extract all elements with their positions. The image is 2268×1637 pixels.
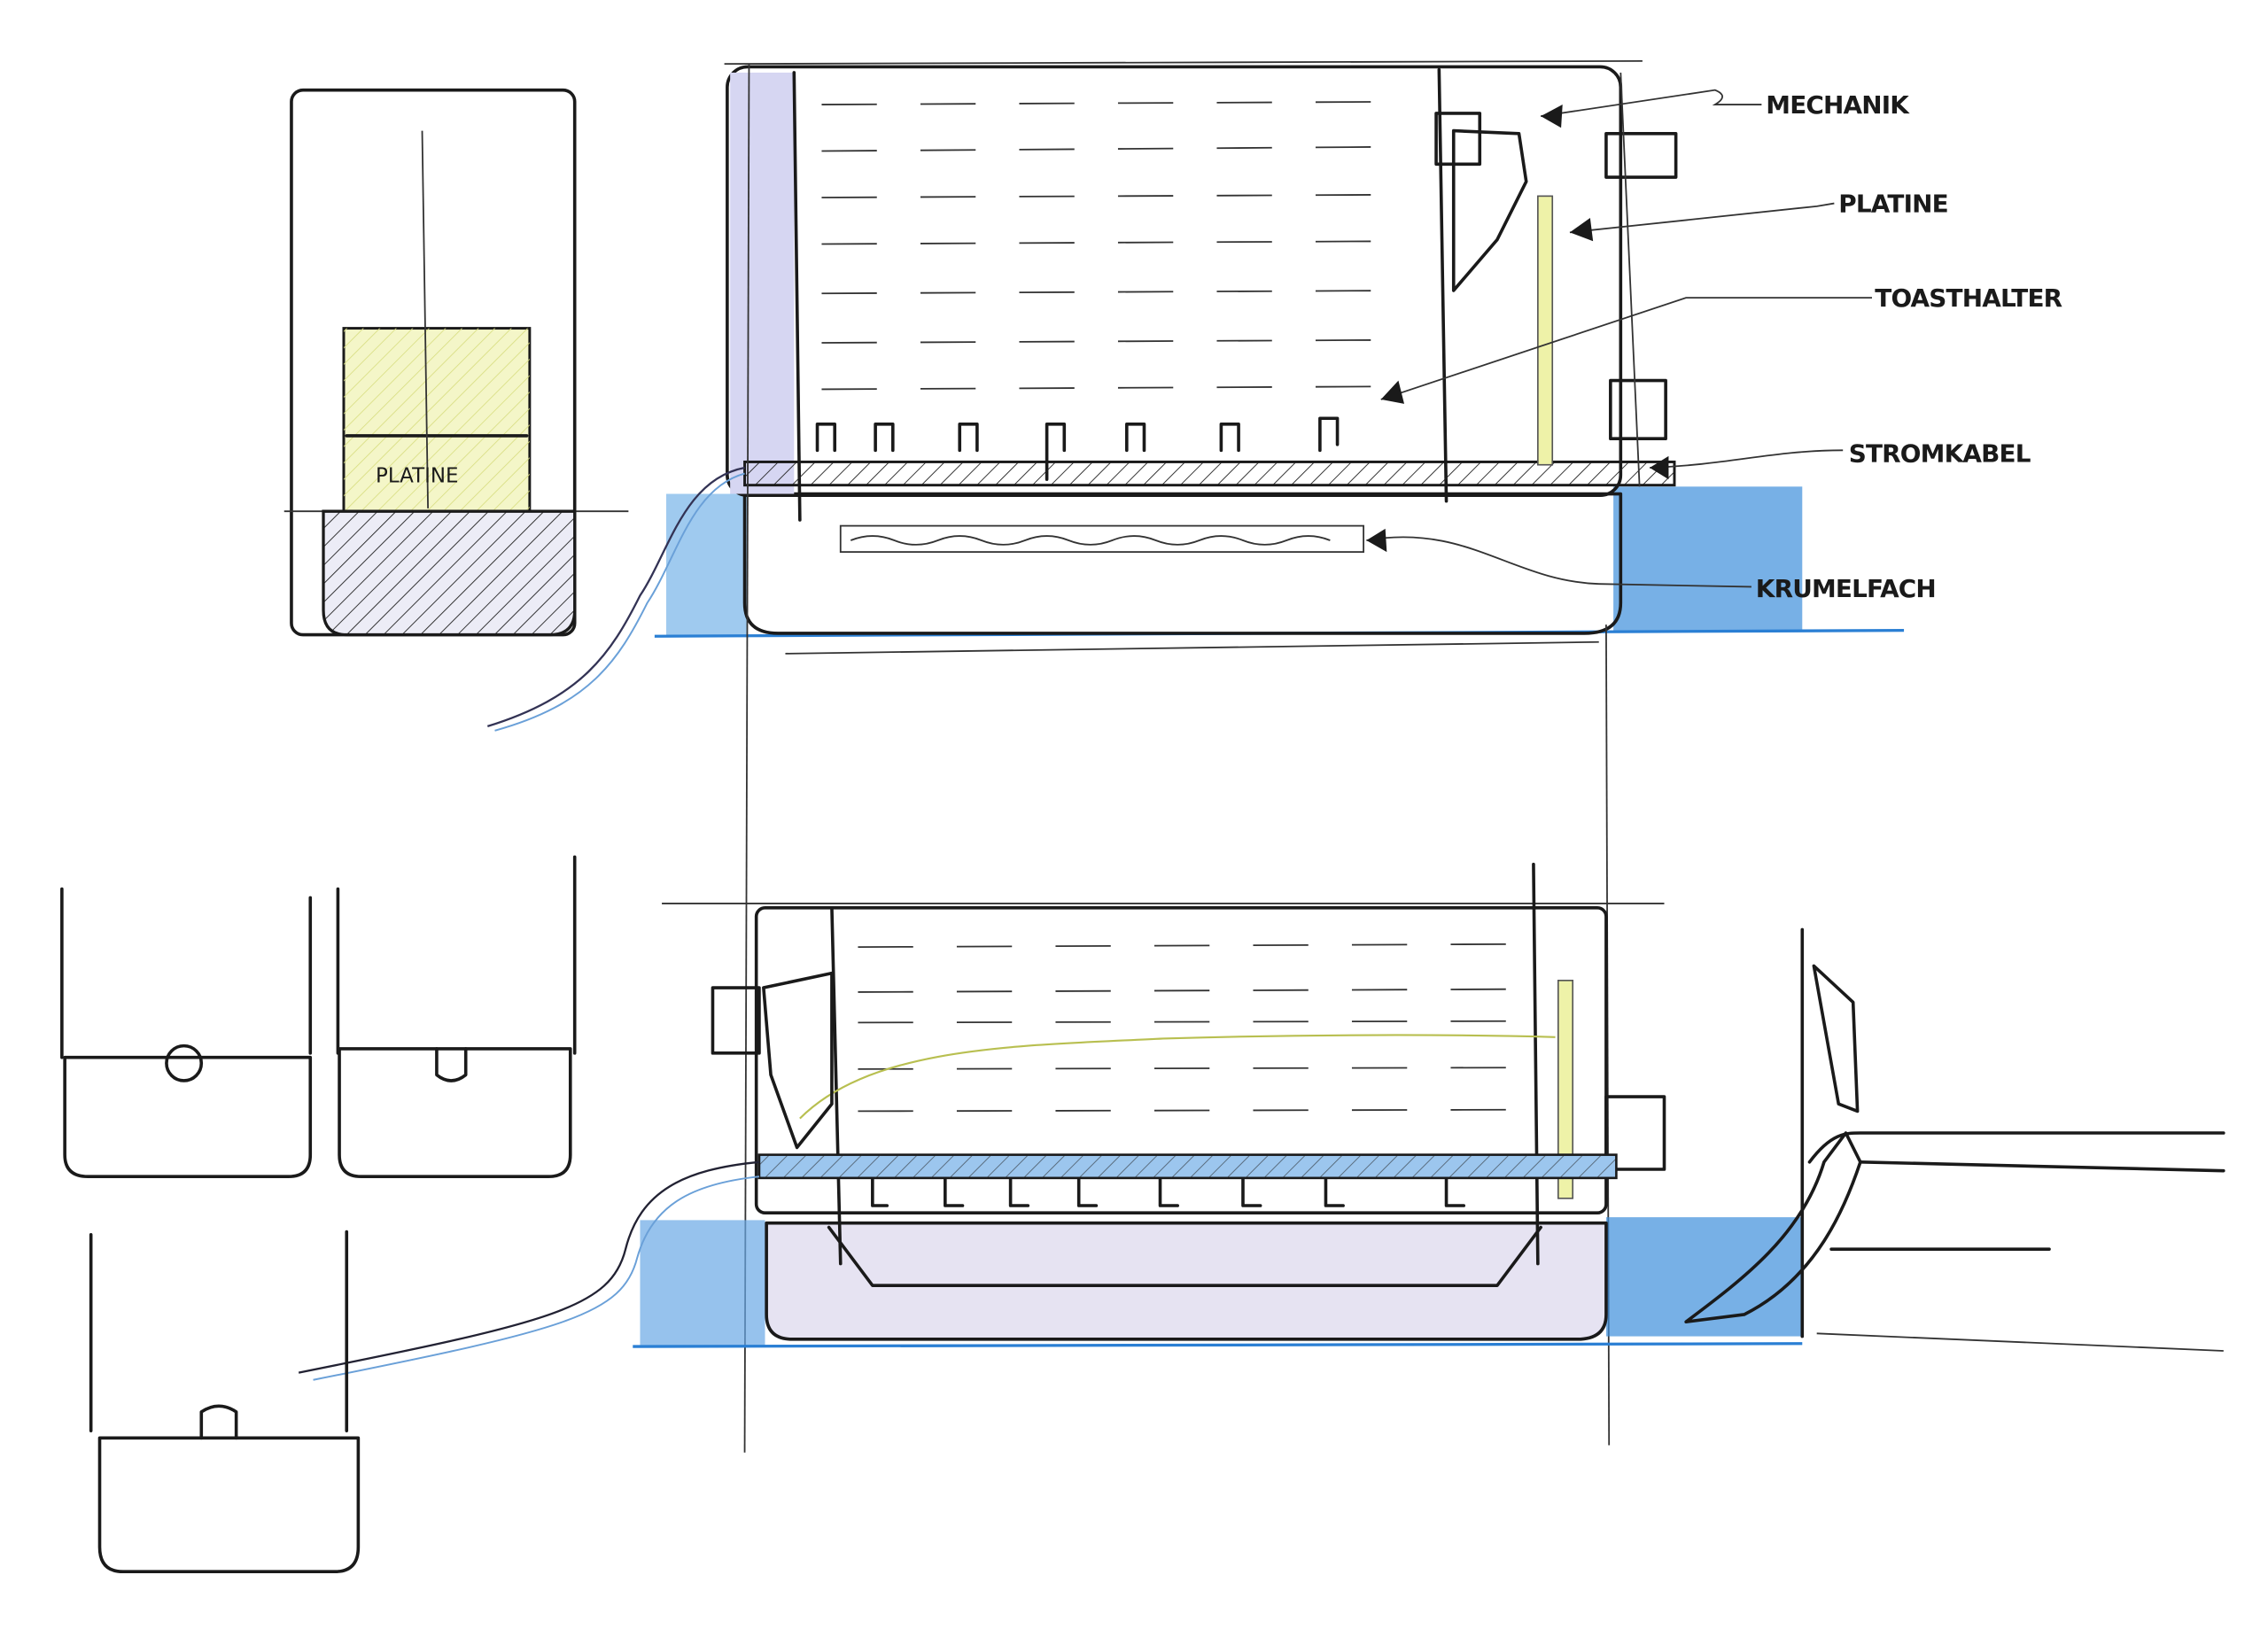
side-view-top: PLATINE bbox=[284, 88, 629, 637]
label-kruemelfach: KRUMELFACH bbox=[1756, 574, 1936, 603]
front-section-bottom bbox=[298, 862, 1803, 1381]
side-platine-label: PLATINE bbox=[376, 464, 458, 487]
detail-right bbox=[1684, 927, 2225, 1352]
label-platine: PLATINE bbox=[1838, 189, 1948, 218]
cross-section-variants bbox=[60, 855, 577, 1574]
label-mechanik: MECHANIK bbox=[1766, 90, 1910, 120]
label-stromkabel: STROMKABEL bbox=[1849, 438, 2031, 468]
label-toasthalter: TOASTHALTER bbox=[1875, 283, 2062, 313]
front-section-top bbox=[486, 59, 1905, 1453]
